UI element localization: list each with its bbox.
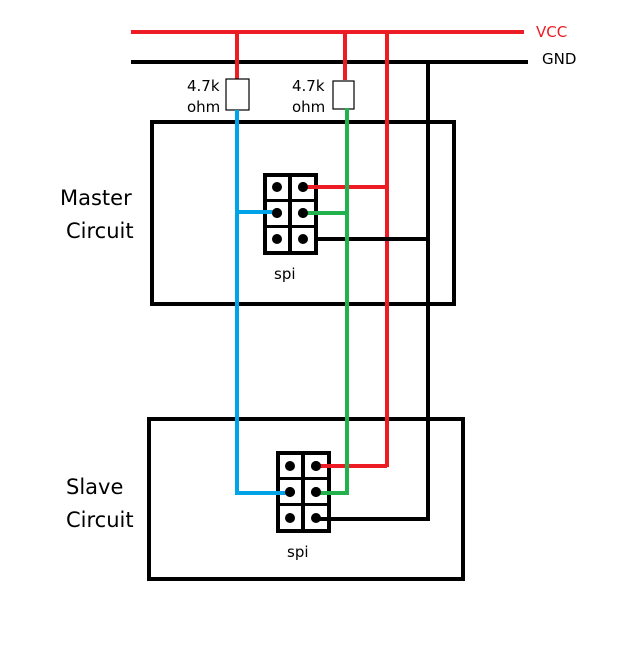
resistor-1-value: 4.7k (187, 77, 220, 95)
slave-clock-pin (285, 487, 295, 497)
master-circuit-box (150, 120, 456, 306)
master-spi-label: spi (274, 265, 296, 283)
resistor-2-value: 4.7k (292, 77, 325, 95)
master-vcc-pin (298, 182, 308, 192)
slave-data-pin (311, 487, 321, 497)
slave-vcc-pin (311, 461, 321, 471)
gnd-label: GND (542, 50, 576, 68)
master-clock-pin (272, 208, 282, 218)
master-title-line1: Master (60, 186, 132, 210)
resistor-2-unit: ohm (292, 98, 325, 116)
master-data-pin (298, 208, 308, 218)
master-spi-header (263, 173, 318, 255)
master-title-line2: Circuit (66, 219, 134, 243)
slave-circuit-box (147, 417, 465, 581)
clock-wire-slave (235, 212, 288, 495)
slave-spi-label: spi (287, 543, 309, 561)
resistor-2 (332, 80, 355, 110)
slave-title-line1: Slave (66, 475, 123, 499)
vcc-label: VCC (536, 23, 567, 41)
resistor-1 (225, 78, 250, 111)
resistor-1-unit: ohm (187, 98, 220, 116)
slave-title-line2: Circuit (66, 508, 134, 532)
